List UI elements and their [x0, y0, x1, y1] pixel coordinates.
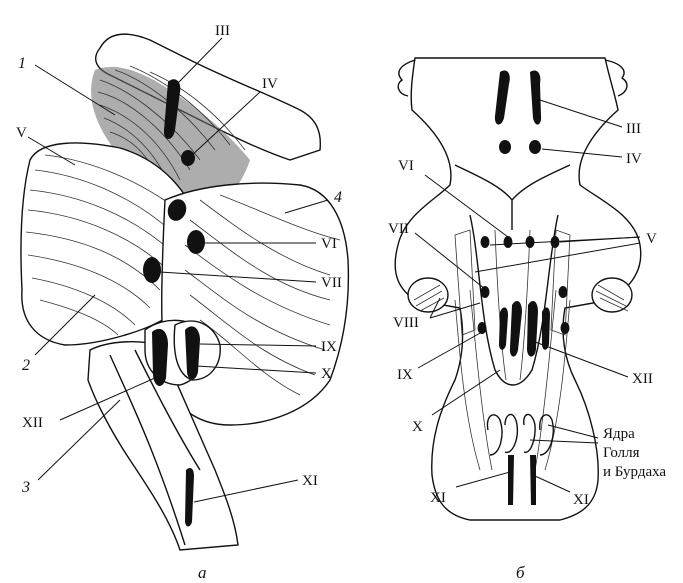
panel-b-drawing: III IV VI V VII VIII IX XII X Ядра Голля…	[388, 57, 666, 582]
label-2-a: 2	[22, 357, 30, 374]
label-XI-a: XI	[302, 473, 318, 489]
label-V-b: V	[646, 231, 657, 247]
label-VI-a: VI	[321, 236, 337, 252]
caption-a: а	[198, 563, 207, 582]
nucleus-IV-b-right	[529, 140, 541, 154]
label-nuclei-goll-burdach-3: и Бурдаха	[603, 464, 666, 480]
label-V-a: V	[16, 125, 27, 141]
nucleus-XI-b-right	[530, 455, 536, 505]
label-nuclei-goll-burdach-2: Голля	[603, 445, 640, 461]
nucleus-III-a	[163, 79, 181, 139]
nucleus-IX-b-right	[560, 322, 570, 334]
label-1-a: 1	[18, 55, 26, 72]
nucleus-VI-b-right	[525, 236, 535, 248]
nucleus-III-b-right	[530, 70, 542, 125]
nucleus-XI-b-left	[508, 455, 514, 505]
nucleus-VI-b-left	[503, 236, 513, 248]
label-X-a: X	[321, 366, 332, 382]
label-III-a: III	[215, 23, 230, 39]
nucleus-IV-a	[181, 150, 195, 166]
nucleus-X-b-left	[499, 307, 508, 350]
label-XII-a: XII	[22, 415, 43, 431]
label-IV-a: IV	[262, 76, 278, 92]
nucleus-III-b-left	[494, 70, 510, 125]
nucleus-VII-b-left	[480, 286, 490, 298]
label-VIII-b: VIII	[393, 315, 419, 331]
label-VI-b: VI	[398, 158, 414, 174]
nucleus-XI-a	[185, 468, 194, 527]
nucleus-XII-b-right	[527, 300, 538, 357]
label-X-b: X	[412, 419, 423, 435]
label-3-a: 3	[21, 479, 30, 496]
nucleus-XII-b-left	[509, 300, 522, 357]
nucleus-VII-a	[143, 257, 161, 283]
nucleus-X-b-right	[542, 307, 550, 350]
label-VII-b: VII	[388, 221, 409, 237]
label-4-a: 4	[334, 189, 342, 206]
label-XI-b-right: XI	[573, 492, 589, 508]
nucleus-V-b-1	[480, 236, 490, 248]
label-III-b: III	[626, 121, 641, 137]
label-nuclei-goll-burdach-1: Ядра	[603, 426, 635, 442]
label-XI-b-left: XI	[430, 490, 446, 506]
panel-a-drawing: 1 V 2 3 4 III IV VI VII IX X XII XI а	[16, 23, 350, 582]
label-VII-a: VII	[321, 275, 342, 291]
nucleus-VII-b-right	[558, 286, 568, 298]
label-IX-b: IX	[397, 367, 413, 383]
nucleus-IX-b-left	[477, 322, 487, 334]
label-XII-b: XII	[632, 371, 653, 387]
caption-b: б	[516, 563, 525, 582]
nucleus-IX-X-a	[185, 326, 200, 380]
label-IV-b: IV	[626, 151, 642, 167]
nucleus-IV-b-left	[499, 140, 511, 154]
nucleus-V-a	[167, 199, 187, 221]
label-IX-a: IX	[321, 339, 337, 355]
nucleus-VI-a	[187, 230, 205, 254]
nucleus-XII-a	[152, 328, 168, 386]
